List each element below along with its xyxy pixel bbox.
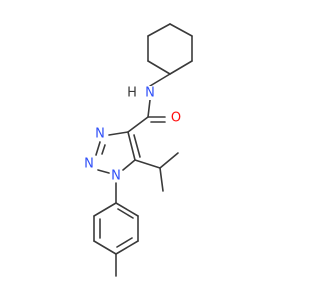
bond-cy-6 bbox=[169, 60, 193, 75]
bond-cy-3 bbox=[147, 23, 171, 37]
bond-cy-1 bbox=[147, 60, 171, 75]
bond-n1-c5 bbox=[122, 159, 136, 171]
bond-c-c4 bbox=[127, 116, 149, 133]
bond-c5-c4-a bbox=[127, 131, 136, 161]
bond-ar-d2 bbox=[116, 237, 133, 248]
atom-triazole-n3: N bbox=[95, 127, 105, 142]
bond-ar-3 bbox=[115, 240, 139, 255]
bond-ar-d1 bbox=[117, 208, 134, 219]
atom-triazole-n1: N bbox=[111, 169, 121, 184]
bond-c5-c4-b bbox=[133, 134, 141, 158]
bond-c4-n3 bbox=[108, 131, 129, 136]
atom-amide-n: N bbox=[145, 86, 155, 101]
bond-ar-4 bbox=[93, 240, 117, 255]
bonds bbox=[93, 23, 193, 277]
bond-n2-n1 bbox=[97, 169, 110, 174]
bond-ar-6 bbox=[93, 202, 117, 217]
bond-ar-1 bbox=[115, 202, 139, 217]
bond-nh-c bbox=[147, 99, 151, 118]
bond-iso-me2 bbox=[159, 167, 164, 192]
molecule-structure: H N O N N N bbox=[84, 23, 193, 277]
bond-cy-4 bbox=[169, 23, 193, 37]
atom-labels: H N O N N N bbox=[84, 86, 181, 184]
bond-cy-nh bbox=[149, 73, 171, 87]
atom-triazole-n2: N bbox=[84, 157, 94, 172]
molecule-diagram: H N O N N N bbox=[84, 23, 193, 277]
atom-carbonyl-o: O bbox=[171, 111, 181, 126]
bond-c5-iso bbox=[134, 159, 161, 169]
bond-iso-me1 bbox=[159, 152, 179, 169]
bond-n3-n2-b bbox=[101, 144, 106, 155]
bond-n3-n2-a bbox=[95, 141, 101, 156]
atom-amide-h: H bbox=[127, 86, 137, 101]
